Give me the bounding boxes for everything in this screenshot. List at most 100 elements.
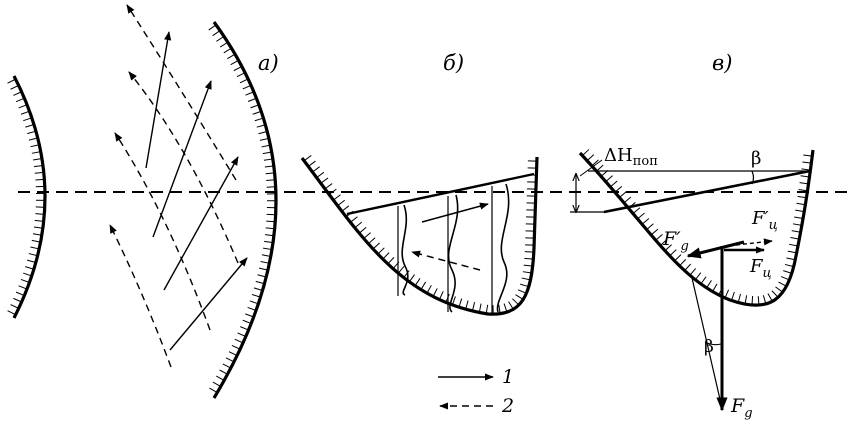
hatch-tick — [802, 161, 812, 164]
velocity-profiles — [397, 183, 510, 314]
hatch-tick — [498, 304, 501, 314]
hatch-tick — [32, 158, 43, 161]
hatch-tick — [228, 351, 238, 357]
hatch-tick — [623, 196, 632, 204]
hatch-tick — [28, 137, 38, 141]
hatch-tick — [242, 319, 252, 325]
hatch-tick — [209, 387, 218, 394]
inclined-water-surface-v — [603, 169, 811, 214]
hatch-tick — [18, 285, 28, 290]
hatch-tick — [212, 381, 221, 387]
hatch-tick — [403, 270, 410, 278]
hatch-tick — [337, 199, 346, 207]
hatch-tick — [30, 144, 40, 148]
hatch-tick — [512, 298, 520, 306]
hatch-tick — [724, 289, 730, 299]
hatch-tick — [582, 149, 590, 156]
hatch-tick — [320, 177, 329, 184]
hatch-tick — [234, 338, 244, 344]
hatch-tick — [757, 296, 760, 306]
hatch-tick — [262, 151, 272, 155]
hatch-tick — [744, 295, 748, 305]
hatch-tick — [762, 295, 767, 305]
centrifugal-prime-vector — [735, 238, 773, 246]
hatch-tick — [20, 278, 30, 283]
hatch-tick — [245, 91, 255, 96]
hatch-tick — [790, 236, 800, 240]
hatch-tick — [778, 281, 787, 287]
hatch-tick — [619, 191, 627, 198]
bottom-arrow — [114, 132, 211, 331]
hatch-tick — [328, 188, 337, 195]
hatch-tick — [265, 227, 275, 230]
hatch-tick — [236, 72, 246, 78]
hatch-tick — [586, 154, 595, 162]
hatch-tick — [247, 97, 257, 102]
gravity-force-label: Fg — [730, 395, 753, 421]
hatch-tick — [655, 233, 663, 241]
hatch-tick — [247, 306, 257, 311]
hatch-tick — [13, 91, 22, 96]
hatch-tick — [219, 369, 228, 375]
hatch-tick — [485, 304, 489, 314]
hatch-tick — [650, 228, 659, 236]
hatch-tick — [249, 300, 259, 305]
hatch-tick — [614, 185, 623, 193]
surface-arrow — [163, 156, 239, 291]
hatch-tick — [242, 84, 252, 90]
hatch-tick — [233, 66, 243, 72]
surface-arrow — [169, 257, 248, 351]
surface-flow-arrows — [145, 31, 248, 351]
hatch-tick — [263, 247, 273, 251]
hatch-tick — [610, 180, 618, 188]
hatch-tick — [377, 247, 385, 255]
surface-circulation-arrow — [421, 202, 489, 223]
hatch-tick — [35, 213, 45, 215]
hatch-tick — [341, 205, 350, 212]
hatch-tick — [266, 179, 276, 181]
hatch-tick — [324, 183, 333, 190]
hatch-tick — [316, 171, 325, 179]
panel-b-label: б) — [443, 51, 464, 75]
hatch-tick — [372, 242, 381, 250]
hatch-tick — [225, 357, 235, 363]
hatch-tick — [27, 259, 36, 264]
hatch-tick — [795, 209, 805, 213]
hatch-tick — [312, 166, 320, 173]
beta-arc-bottom — [704, 341, 722, 346]
hatch-tick — [237, 332, 247, 337]
centrifugal-prime-label: F′ц — [751, 208, 778, 233]
panel-a-plan-view: а) — [7, 4, 279, 399]
pressure-force-label: F′g — [662, 228, 689, 254]
hatch-tick — [632, 207, 641, 214]
hatch-tick — [212, 30, 221, 37]
hatch-tick — [358, 227, 367, 234]
hatch-tick — [789, 243, 799, 247]
hatch-tick — [216, 35, 225, 42]
hatch-tick — [25, 266, 34, 270]
hatch-tick — [33, 164, 44, 168]
hatch-tick — [786, 257, 796, 261]
hatch-tick — [524, 257, 534, 260]
hatch-tick — [216, 375, 225, 381]
hatch-tick — [664, 244, 672, 252]
outer-bank-hatch — [208, 24, 277, 394]
hatch-tick — [34, 219, 44, 222]
hatch-tick — [264, 234, 274, 237]
hatch-tick — [265, 172, 275, 175]
delta-h-label: ΔHпоп — [604, 145, 658, 169]
hatch-tick — [20, 110, 30, 115]
hatch-tick — [25, 124, 35, 128]
hatch-tick — [245, 313, 254, 318]
hatch-tick — [432, 288, 438, 297]
hatch-tick — [266, 220, 276, 223]
hatch-tick — [15, 97, 25, 103]
hatch-tick — [751, 296, 754, 306]
hatch-tick — [798, 189, 808, 192]
bottom-arrow — [126, 4, 237, 181]
hatch-tick — [521, 277, 531, 281]
hatch-tick — [605, 175, 613, 182]
hatch-tick — [253, 287, 263, 291]
hatch-tick — [230, 59, 239, 66]
